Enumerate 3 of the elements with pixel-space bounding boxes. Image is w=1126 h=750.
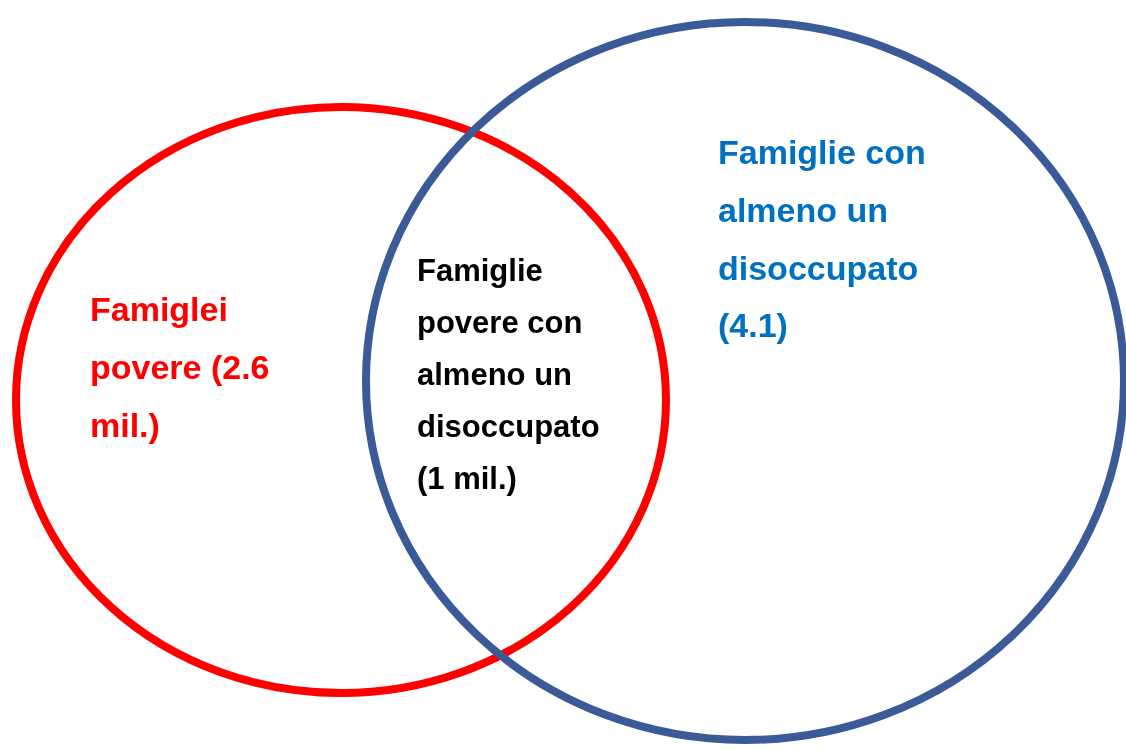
intersection-label: Famiglie povere con almeno un disoccupato (1 mil.) (417, 252, 601, 499)
set-label: Famiglei povere (2.6 mil.) (90, 289, 271, 446)
set-label: Famiglie con almeno un disoccupato (4.1) (718, 132, 927, 347)
